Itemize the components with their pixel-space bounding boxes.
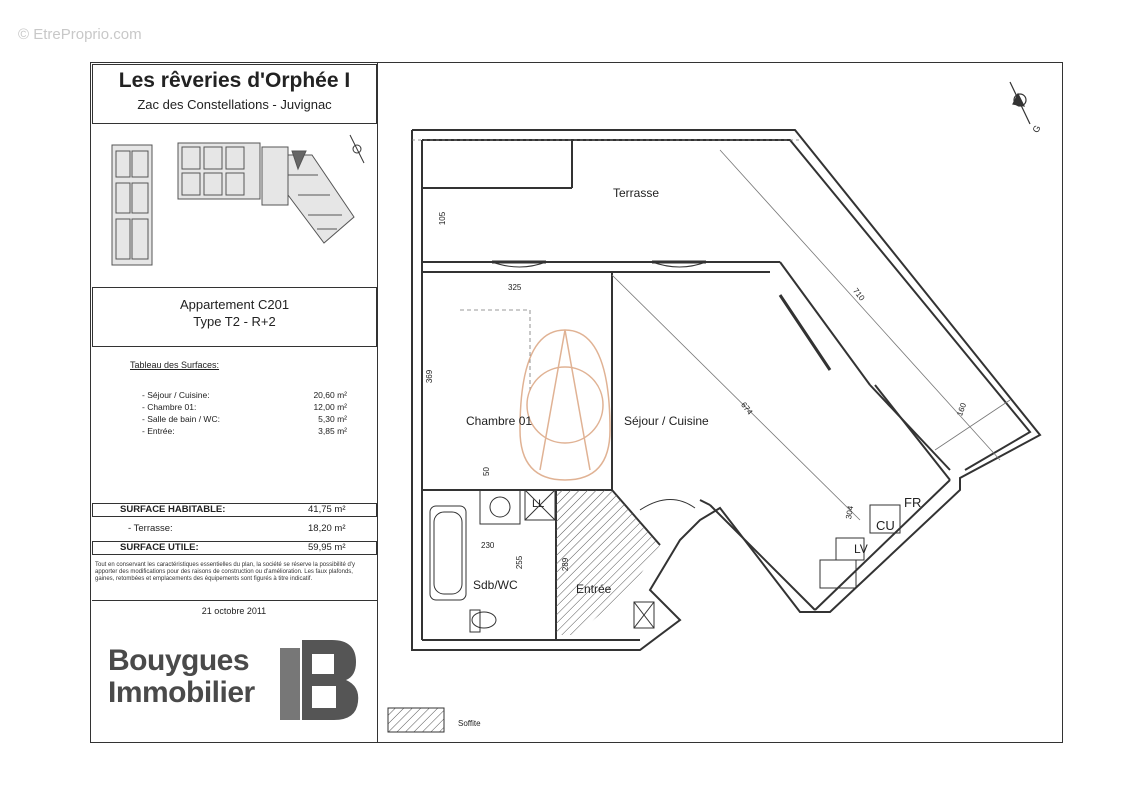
dim-105: 105 [438,211,448,226]
disclaimer: Tout en conservant les caractéristiques … [95,562,355,582]
room-sdb: Sdb/WC [473,578,518,592]
soffite-legend-swatch [387,707,445,733]
surface-row: - Entrée:3,85 m² [142,426,347,436]
equipment-lv: LV [854,542,868,556]
dim-230: 230 [481,541,495,550]
project-title: Les rêveries d'Orphée I [118,69,351,92]
apartment-name: Appartement C201 [179,297,290,312]
room-terrasse: Terrasse [613,186,660,200]
apartment-type: Type T2 - R+2 [193,314,276,329]
equipment-ll: LL [532,498,545,510]
habitable-bar [92,503,377,517]
room-sejour: Séjour / Cuisine [624,414,709,428]
plan-date: 21 octobre 2011 [201,606,267,616]
room-chambre: Chambre 01 [466,414,533,428]
project-subtitle: Zac des Constellations - Juvignac [137,97,332,112]
equipment-cu: CU [876,518,895,533]
left-column [90,62,378,743]
dim-255: 255 [515,555,525,570]
surface-row: - Salle de bain / WC:5,30 m² [142,414,347,424]
agency-stamp-watermark [519,329,611,481]
legend-soffite: Soffite [458,719,481,728]
surfaces-title: Tableau des Surfaces: [130,360,220,370]
equipment-fr: FR [904,495,922,510]
room-entree: Entrée [576,582,612,596]
header-box: Les rêveries d'Orphée I Zac des Constell… [92,64,377,124]
dim-325: 325 [508,283,522,292]
utile-bar [92,541,377,555]
location-plan [111,134,365,266]
dim-289: 289 [561,557,571,572]
logo-b-icon [280,640,359,720]
mini-compass-icon [349,134,365,164]
apartment-box: Appartement C201 Type T2 - R+2 [92,287,377,347]
watermark: © EtreProprio.com [18,26,142,43]
floor-plan [387,81,1042,733]
north-compass-icon [1009,81,1031,125]
surface-row: - Séjour / Cuisine:20,60 m² [142,390,347,400]
dim-50: 50 [481,467,491,476]
company-logo: Bouygues Immobilier [108,644,255,709]
dim-369: 369 [425,369,435,384]
document-frame [90,62,1063,743]
surface-row: - Chambre 01:12,00 m² [142,402,347,412]
date-bar [92,600,377,618]
